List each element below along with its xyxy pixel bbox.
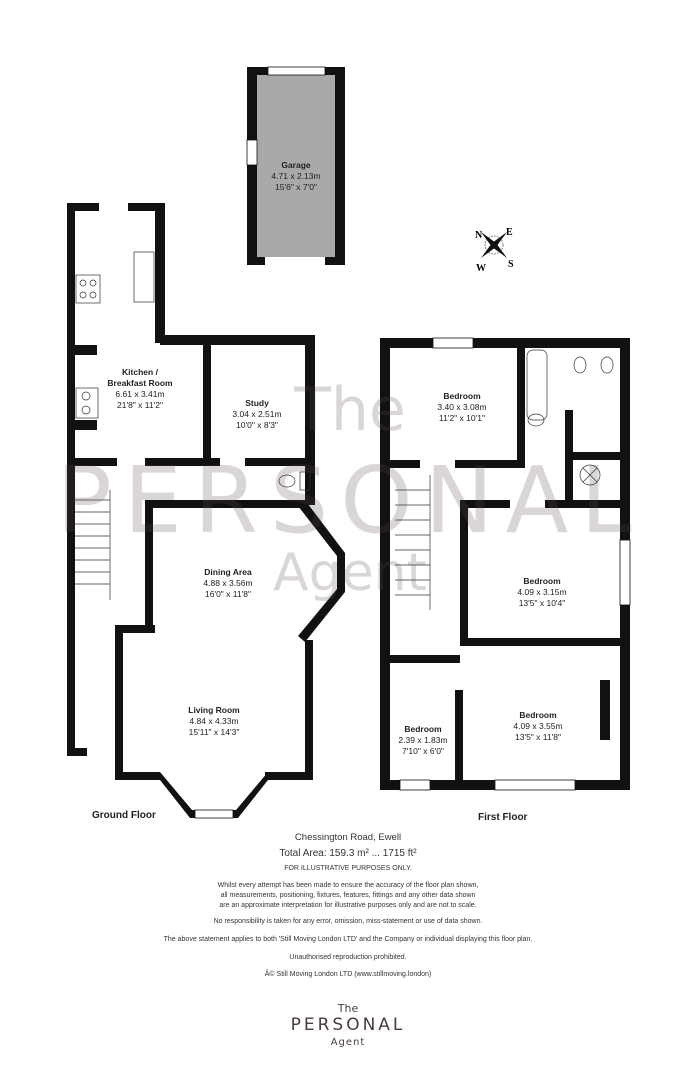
bedroom3-imperial: 7'10" x 6'0" — [402, 746, 444, 756]
garage-metric: 4.71 x 2.13m — [271, 171, 320, 181]
living-metric: 4.84 x 4.33m — [189, 716, 238, 726]
unauthorised-notice: Unauthorised reproduction prohibited. — [289, 954, 407, 961]
watermark-personal: PERSONAL — [56, 447, 643, 554]
bedroom2-metric: 4.09 x 3.15m — [517, 587, 566, 597]
logo-personal: PERSONAL — [290, 1015, 406, 1035]
illustrative-notice: FOR ILLUSTRATIVE PURPOSES ONLY. — [284, 865, 412, 872]
disclaimer-3: are an approximate interpretation for il… — [219, 902, 477, 909]
ground-floor-plan: Kitchen / Breakfast Room 6.61 x 3.41m 21… — [67, 203, 345, 819]
garage-label: Garage — [281, 160, 311, 170]
kitchen-label: Kitchen / — [122, 367, 159, 377]
first-floor-plan: Bedroom 3.40 x 3.08m 11'2" x 10'1" Bedro… — [380, 337, 631, 791]
bedroom4-metric: 4.09 x 3.55m — [513, 721, 562, 731]
responsibility-notice: No responsibility is taken for any error… — [213, 918, 483, 925]
study-metric: 3.04 x 2.51m — [232, 409, 281, 419]
kitchen-label-2: Breakfast Room — [107, 378, 173, 388]
bedroom1-imperial: 11'2" x 10'1" — [439, 413, 485, 423]
logo-the: The — [337, 1002, 359, 1015]
compass-icon: N E S W — [475, 227, 514, 274]
ground-floor-label: Ground Floor — [92, 810, 156, 821]
first-floor-label: First Floor — [478, 812, 528, 823]
garage: Garage 4.71 x 2.13m 15'6" x 7'0" — [246, 66, 345, 265]
disclaimer-1: Whilst every attempt has been made to en… — [217, 882, 479, 889]
kitchen-imperial: 21'8" x 11'2" — [117, 400, 163, 410]
dining-imperial: 16'0" x 11'8" — [205, 589, 251, 599]
bedroom1-metric: 3.40 x 3.08m — [437, 402, 486, 412]
statement-notice: The above statement applies to both 'Sti… — [163, 936, 533, 943]
bedroom4-label: Bedroom — [519, 710, 557, 720]
compass-e: E — [506, 227, 513, 238]
kitchen-metric: 6.61 x 3.41m — [115, 389, 164, 399]
living-label: Living Room — [188, 705, 240, 715]
bedroom2-label: Bedroom — [523, 576, 561, 586]
dining-label: Dining Area — [204, 567, 252, 577]
compass-s: S — [508, 259, 514, 270]
compass-w: W — [476, 263, 486, 274]
study-imperial: 10'0" x 8'3" — [236, 420, 278, 430]
bedroom2-imperial: 13'5" x 10'4" — [519, 598, 566, 608]
watermark: The PERSONAL Agent — [56, 375, 643, 603]
copyright: Â© Still Moving London LTD (www.stillmov… — [264, 971, 432, 978]
logo-agent: Agent — [330, 1037, 366, 1048]
total-area: Total Area: 159.3 m² ... 1715 ft² — [279, 848, 417, 859]
bedroom3-label: Bedroom — [404, 724, 442, 734]
watermark-agent: Agent — [273, 543, 427, 603]
disclaimer-2: all measurements, positioning, fixtures,… — [220, 892, 476, 899]
dining-metric: 4.88 x 3.56m — [203, 578, 252, 588]
watermark-the: The — [293, 375, 406, 445]
address: Chessington Road, Ewell — [294, 832, 402, 843]
bedroom3-metric: 2.39 x 1.83m — [398, 735, 447, 745]
study-label: Study — [245, 398, 269, 408]
living-imperial: 15'11" x 14'3" — [189, 727, 240, 737]
bedroom1-label: Bedroom — [443, 391, 481, 401]
bedroom4-imperial: 13'5" x 11'8" — [515, 732, 561, 742]
compass-n: N — [475, 230, 483, 241]
garage-imperial: 15'6" x 7'0" — [275, 182, 317, 192]
